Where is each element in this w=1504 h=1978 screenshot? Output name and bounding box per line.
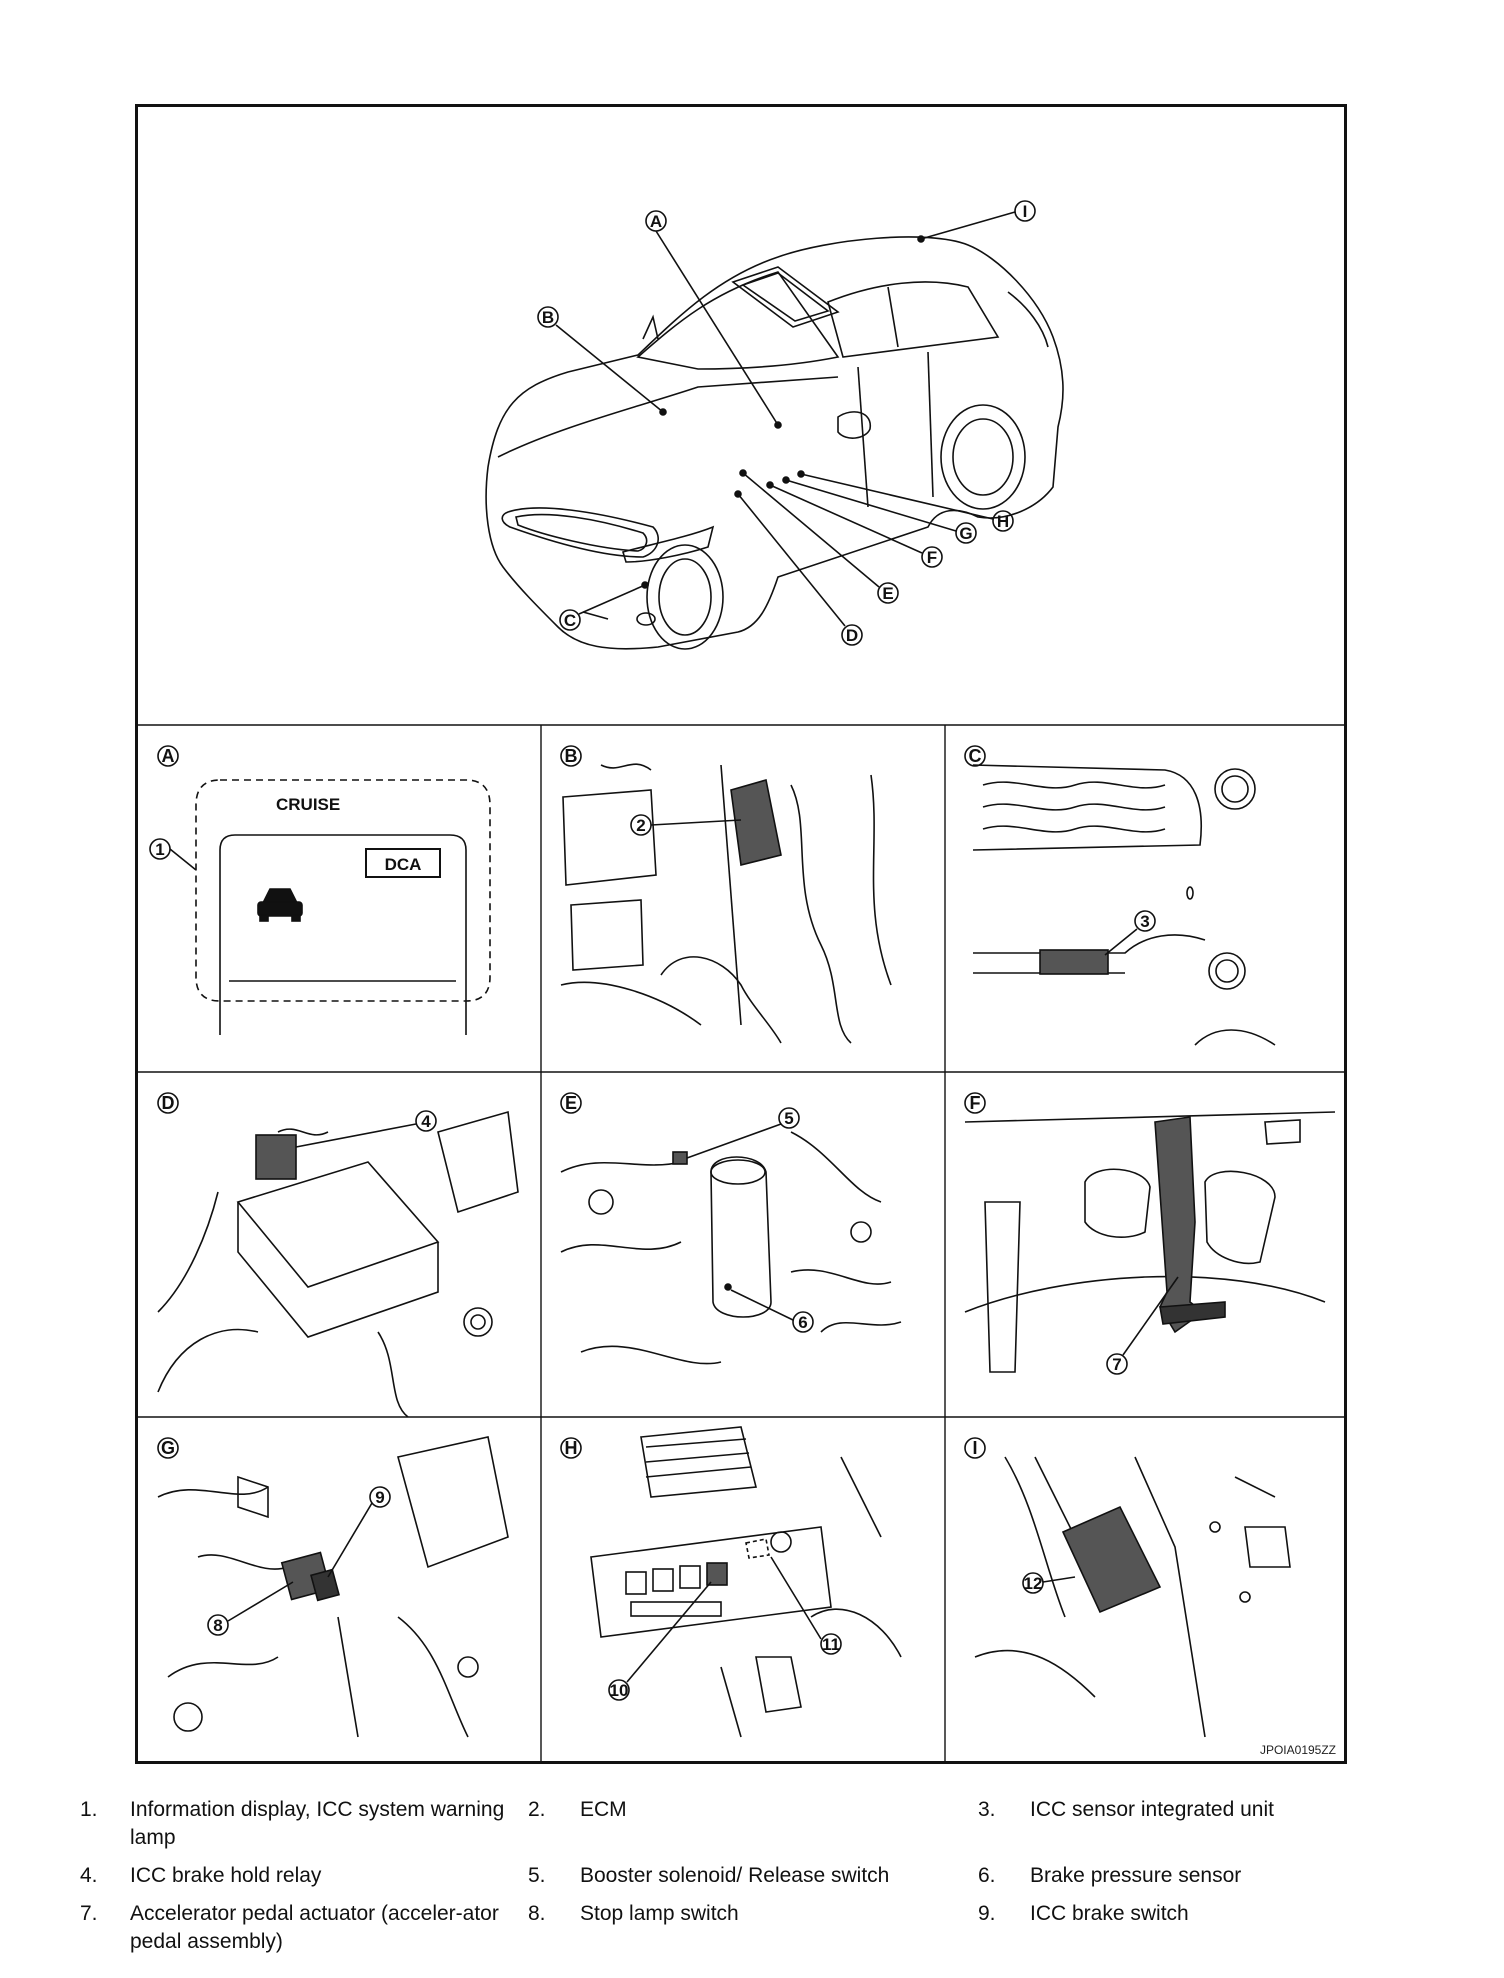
component-location-figure: A B C D E F G H I (135, 104, 1347, 1764)
panel-letter-I: I (972, 1438, 977, 1458)
panel-A: A CRUISE DCA 1 (149, 745, 491, 1035)
legend-number: 7. (80, 1902, 98, 1925)
legend-text: Booster solenoid/ Release switch (580, 1864, 890, 1887)
vehicle-callout-H: H (997, 512, 1009, 531)
panel-C: C 3 (964, 745, 1276, 1046)
vehicle-callout-A: A (650, 212, 662, 231)
legend-number: 6. (978, 1864, 996, 1887)
legend-row: 4. ICC brake hold relay 5. Booster solen… (0, 1862, 1504, 1922)
panel-I: I 12 (964, 1437, 1291, 1738)
legend-number: 5. (528, 1864, 546, 1887)
legend-row: 1. Information display, ICC system warni… (0, 1796, 1504, 1856)
legend-text: ICC sensor integrated unit (1030, 1798, 1274, 1821)
dca-label: DCA (385, 855, 422, 874)
callout-5: 5 (784, 1109, 793, 1128)
legend-text: ICC brake hold relay (130, 1864, 322, 1887)
cruise-label: CRUISE (276, 795, 340, 814)
callout-11: 11 (822, 1635, 840, 1654)
legend-number: 8. (528, 1902, 546, 1925)
panel-letter-C: C (969, 746, 982, 766)
legend-number: 9. (978, 1902, 996, 1925)
callout-12: 12 (1024, 1574, 1043, 1593)
vehicle-callout-G: G (959, 524, 972, 543)
vehicle-callout-F: F (927, 548, 937, 567)
panel-letter-B: B (565, 746, 578, 766)
callout-1: 1 (155, 840, 164, 859)
vehicle-callout-B: B (542, 308, 554, 327)
callout-4: 4 (421, 1112, 431, 1131)
callout-2: 2 (636, 816, 645, 835)
legend-text: Brake pressure sensor (1030, 1864, 1242, 1887)
vehicle-callout-C: C (564, 611, 576, 630)
panel-letter-F: F (970, 1093, 981, 1113)
callout-8: 8 (213, 1616, 222, 1635)
callout-6: 6 (798, 1313, 807, 1332)
legend-text: ECM (580, 1798, 627, 1821)
panel-B: B 2 (560, 745, 892, 1044)
legend-text: ICC brake switch (1030, 1902, 1189, 1925)
legend-number: 1. (80, 1798, 98, 1821)
panel-grid (138, 724, 1344, 1761)
vehicle-callout-E: E (882, 584, 893, 603)
vehicle-callout-I: I (1023, 202, 1028, 221)
panel-D: D 4 (157, 1092, 519, 1418)
callout-9: 9 (375, 1488, 384, 1507)
legend-text: Stop lamp switch (580, 1902, 739, 1925)
legend-text: Accelerator pedal actuator (acceler-ator… (130, 1902, 499, 1953)
legend-number: 4. (80, 1864, 98, 1887)
panel-letter-G: G (161, 1438, 175, 1458)
panel-F: F 7 (964, 1092, 1336, 1375)
vehicle-callout-D: D (846, 626, 858, 645)
legend-row: 7. Accelerator pedal actuator (acceler-a… (0, 1900, 1504, 1960)
callout-10: 10 (610, 1681, 629, 1700)
legend-text: Information display, ICC system warning … (130, 1798, 505, 1849)
callout-7: 7 (1112, 1355, 1121, 1374)
legend-number: 2. (528, 1798, 546, 1821)
panel-E: E 5 6 (560, 1092, 902, 1365)
panel-letter-H: H (565, 1438, 578, 1458)
panel-letter-D: D (162, 1093, 175, 1113)
callout-3: 3 (1140, 912, 1149, 931)
legend-number: 3. (978, 1798, 996, 1821)
panel-letter-E: E (565, 1093, 577, 1113)
panel-G: G 9 8 (157, 1436, 509, 1738)
figure-code: JPOIA0195ZZ (1259, 1743, 1336, 1757)
vehicle-overview: A B C D E F G H I (485, 200, 1064, 650)
panel-H: H 10 11 (560, 1426, 902, 1738)
panel-letter-A: A (162, 746, 175, 766)
